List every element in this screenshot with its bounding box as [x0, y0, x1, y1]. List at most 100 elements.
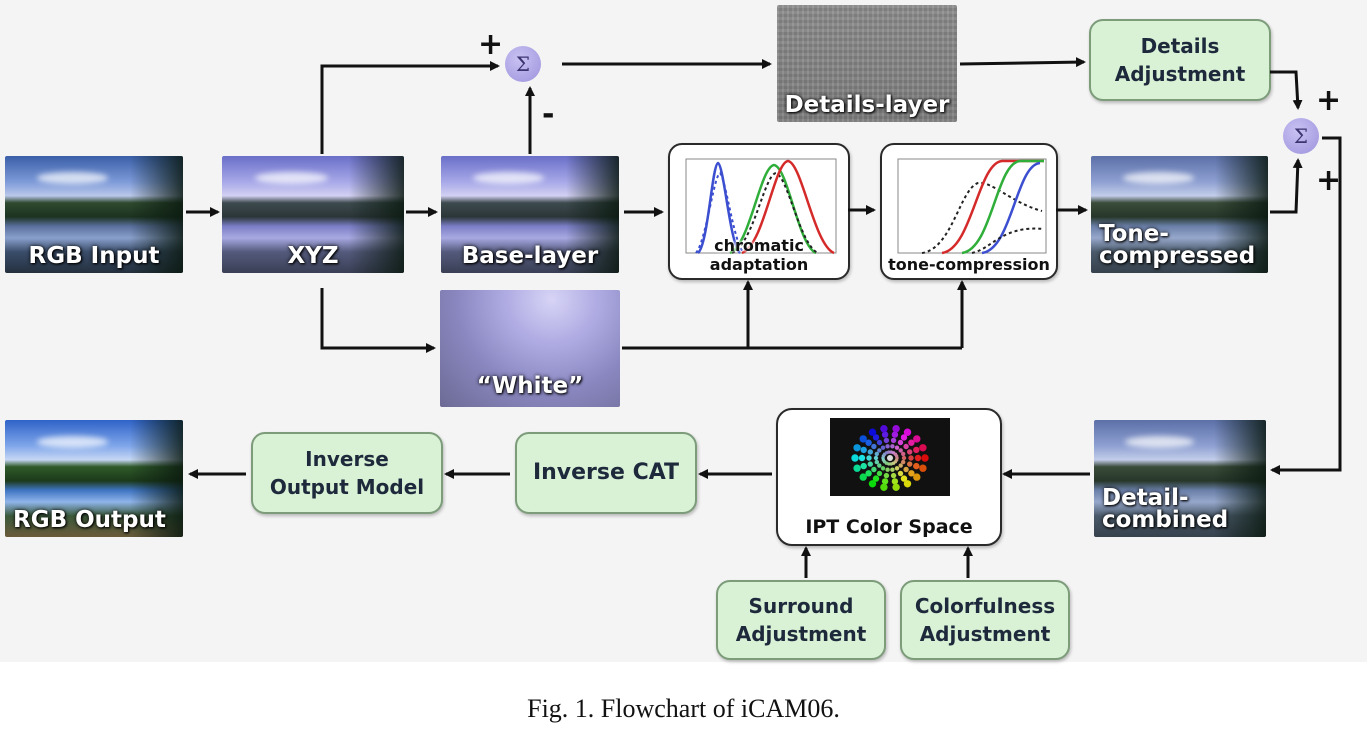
chromatic-adaptation-label: chromatic adaptation	[709, 236, 809, 274]
color-wheel-dot	[881, 431, 889, 438]
tone-compression-label: tone-compression	[888, 255, 1050, 274]
color-wheel-dot	[908, 439, 915, 446]
color-wheel-dot	[897, 470, 904, 477]
color-wheel-dot	[891, 478, 899, 485]
base-layer-image: Base-layer	[441, 156, 619, 273]
color-wheel-dot	[887, 450, 891, 454]
color-wheel-dot	[867, 449, 873, 455]
color-wheel-dot	[908, 455, 914, 461]
color-wheel-dot	[880, 425, 888, 433]
color-wheel-dot	[871, 466, 877, 473]
color-wheel-dot	[898, 463, 903, 468]
tone-compressed-label: Tone- compressed	[1091, 221, 1268, 269]
tone-compressed-line2: compressed	[1099, 243, 1256, 269]
plus-sign-top-left: +	[478, 27, 504, 62]
color-wheel-dot	[868, 428, 877, 436]
color-wheel-dot	[866, 455, 872, 461]
color-wheel-dot	[874, 459, 879, 465]
color-wheel-dot	[921, 454, 929, 462]
plus-sign-right-lower: +	[1316, 163, 1342, 198]
color-wheel-dot	[865, 439, 872, 446]
color-wheel-dot	[919, 464, 927, 472]
color-wheel-dot	[919, 444, 927, 452]
color-wheel-dot	[898, 448, 903, 453]
details-layer-image: Details-layer	[777, 5, 957, 122]
color-wheel-dot	[872, 475, 880, 482]
color-wheel-dot	[867, 461, 873, 467]
color-wheel-dot	[868, 480, 877, 488]
color-wheel-dot	[908, 470, 915, 477]
ipt-color-space-label: IPT Color Space	[805, 516, 973, 538]
color-wheel-dot	[891, 431, 899, 438]
color-wheel-dot	[874, 451, 879, 457]
color-wheel-dot	[901, 459, 906, 465]
tone-compressed-image: Tone- compressed	[1091, 156, 1268, 273]
rgb-output-label: RGB Output	[13, 507, 166, 533]
color-wheel-dot	[903, 443, 909, 450]
color-wheel-dot	[914, 454, 922, 462]
colorfulness-adjustment-line1: Colorfulness	[914, 594, 1056, 618]
color-wheel-dot	[903, 480, 912, 488]
color-wheel-dot	[903, 466, 909, 473]
color-wheel-dot	[871, 443, 877, 450]
plus-sign-right-upper: +	[1316, 83, 1342, 118]
color-wheel-icon	[830, 418, 950, 496]
inverse-cat-label: Inverse CAT	[532, 460, 680, 485]
color-wheel-dot	[881, 478, 889, 485]
color-wheel-dot	[890, 472, 897, 479]
inverse-output-model-box: Inverse Output Model	[251, 432, 443, 514]
color-wheel-dot	[892, 425, 900, 433]
color-wheel-dot	[872, 434, 880, 441]
details-adjustment-line2: Adjustment	[1114, 62, 1246, 86]
white-label: “White”	[476, 373, 584, 399]
color-wheel-dot	[885, 467, 890, 472]
color-wheel-dot	[859, 435, 867, 443]
color-wheel-dot	[853, 464, 861, 472]
inverse-output-model-line1: Inverse	[305, 447, 389, 471]
xyz-label: XYZ	[287, 243, 339, 269]
color-wheel-dot	[883, 437, 890, 444]
sigma-subtract-symbol: Σ	[515, 52, 531, 76]
color-wheel-dot	[890, 444, 895, 449]
colorfulness-adjustment-line2: Adjustment	[919, 622, 1051, 646]
color-wheel-dot	[880, 445, 886, 450]
details-adjustment-line1: Details	[1140, 34, 1220, 58]
connector-arrows	[186, 57, 1342, 578]
sigma-subtract-operator: Σ	[505, 46, 541, 82]
color-wheel-dot	[892, 483, 900, 491]
color-wheel-dot	[865, 470, 872, 477]
details-adjustment-box: Details Adjustment	[1089, 19, 1271, 101]
colorfulness-adjustment-box: Colorfulness Adjustment	[900, 580, 1070, 660]
chromatic-adaptation-plot	[685, 158, 837, 255]
color-wheel-dot	[860, 446, 867, 454]
tone-compressed-line1: Tone-	[1099, 221, 1169, 247]
inverse-cat-box: Inverse CAT	[515, 432, 697, 514]
color-wheel-dot	[907, 449, 913, 455]
color-wheel-dot	[877, 463, 882, 468]
color-wheel-dot	[890, 467, 895, 472]
detail-combined-line1: Detail-	[1102, 485, 1189, 511]
chromatic-adaptation-box: chromatic adaptation	[668, 143, 850, 280]
detail-combined-image: Detail- combined	[1094, 420, 1266, 537]
sigma-combine-symbol: Σ	[1293, 124, 1309, 148]
color-wheel-dot	[907, 461, 913, 467]
tone-compression-plot	[897, 158, 1047, 255]
color-wheel-dot	[897, 439, 904, 446]
color-wheel-dot	[913, 435, 921, 443]
color-wheel-dot	[900, 475, 908, 482]
surround-adjustment-box: Surround Adjustment	[716, 580, 886, 660]
color-wheel-dot	[883, 472, 890, 479]
color-wheel-center	[887, 455, 893, 461]
color-wheel-dot	[913, 473, 921, 481]
ipt-color-space-box: IPT Color Space	[776, 408, 1002, 546]
color-wheel-dot	[877, 448, 882, 453]
color-wheel-dot	[859, 473, 867, 481]
color-wheel-dot	[913, 446, 920, 454]
diagram-background	[0, 0, 1367, 662]
figure-caption: Fig. 1. Flowchart of iCAM06.	[527, 694, 840, 723]
color-wheel-dot	[900, 434, 908, 441]
rgb-input-image: RGB Input	[5, 156, 183, 273]
rgb-input-label: RGB Input	[28, 243, 160, 269]
color-wheel-dot	[860, 462, 867, 470]
color-wheel-dot	[876, 439, 883, 446]
